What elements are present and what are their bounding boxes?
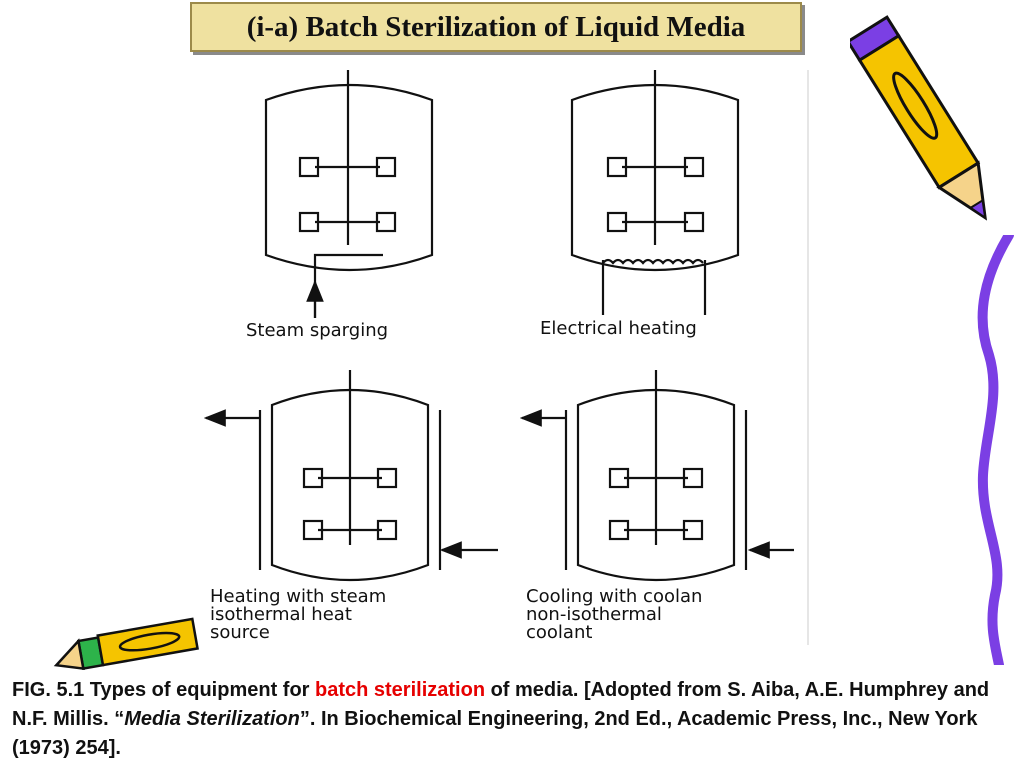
label-steam-sparging: Steam sparging [246, 320, 388, 341]
label-electrical-heating: Electrical heating [540, 318, 697, 339]
vessel-steam-sparging [264, 70, 434, 318]
figure-caption: FIG. 5.1 Types of equipment for batch st… [12, 676, 1012, 763]
vessel-electrical-heating [570, 70, 740, 315]
label-cooling-3: coolant [526, 622, 592, 643]
equipment-figure: Steam sparging Electrical heating Heatin… [200, 60, 810, 650]
caption-part-2: of media. [Adopted from S. Aiba, A.E. Hu… [12, 679, 990, 730]
label-heating-steam-3: source [210, 622, 270, 643]
label-heating-steam-2: isothermal heat [210, 604, 352, 625]
pencil-icon-small [53, 617, 199, 671]
wavy-border-decoration [977, 235, 1014, 665]
label-cooling-1: Cooling with coolan [526, 586, 702, 607]
caption-italic-title: Media Sterilization [124, 708, 300, 730]
caption-part-1: FIG. 5.1 Types of equipment for [12, 679, 315, 701]
slide-title: (i-a) Batch Sterilization of Liquid Medi… [246, 10, 746, 43]
vessel-steam-heating [203, 370, 498, 582]
title-banner: (i-a) Batch Sterilization of Liquid Medi… [190, 2, 802, 52]
pencil-icon [850, 15, 988, 221]
caption-part-3: ”. In Biochemical Engineering, 2nd Ed., … [12, 708, 978, 759]
label-cooling-2: non-isothermal [526, 604, 662, 625]
caption-highlight: batch sterilization [315, 679, 486, 701]
label-heating-steam-1: Heating with steam [210, 586, 386, 607]
vessel-coolant-cooling [519, 370, 794, 582]
